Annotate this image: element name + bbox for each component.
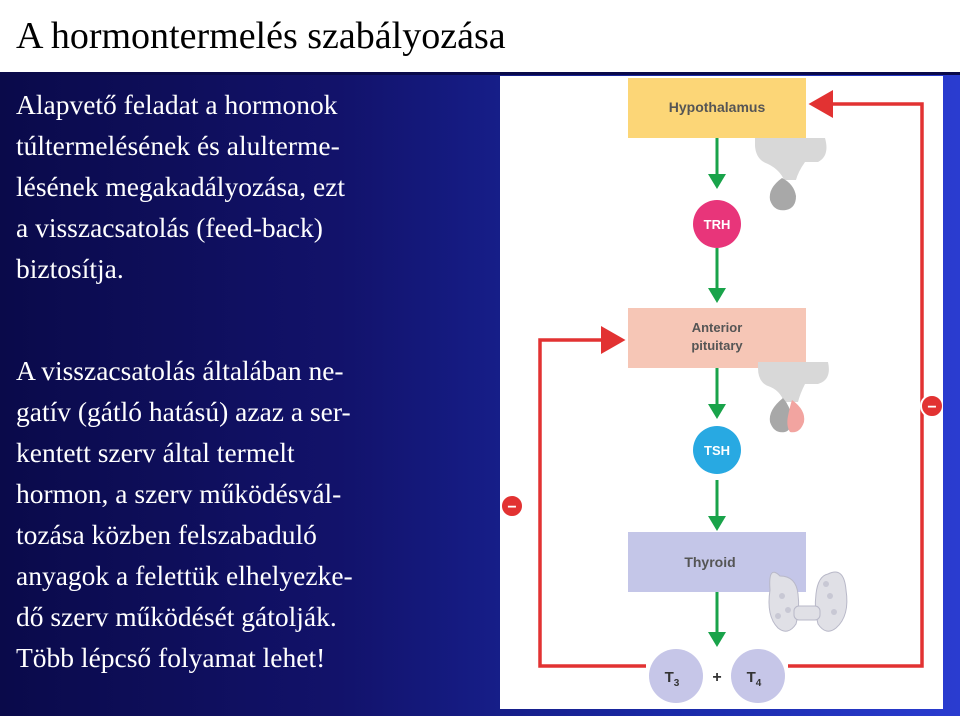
inhibit-arrow-outer [788,90,924,668]
t4-sub: 4 [756,678,762,689]
trh-circle [693,200,741,248]
anterior-pituitary-shape [758,362,829,402]
pituitary-shape-right [787,400,805,433]
minus-badge-right [920,394,943,418]
feedback-diagram: Hypothalamus TRH Anterior pituitary TSH … [500,76,943,709]
anterior-label-line2: pituitary [691,338,743,353]
hypothalamus-shape [755,138,827,180]
trh-label: TRH [704,217,731,232]
hypothalamus-box [628,78,806,138]
tsh-label: TSH [704,443,730,458]
feedback-line: kentett szerv által termelt [16,437,295,468]
intro-line: lésének megakadályozása, ezt [16,171,346,202]
title-divider [0,72,960,75]
anterior-pituitary-box [628,308,806,368]
slide-title: A hormontermelés szabályozása [0,0,960,74]
minus-badge-left [500,494,524,518]
intro-paragraph: Alapvető feladat a hormonok túltermelésé… [16,84,345,289]
tsh-circle [693,426,741,474]
intro-line: túltermelésének és alulterme- [16,130,340,161]
feedback-line: hormon, a szerv működésvál- [16,478,342,509]
feedback-line: dő szerv működését gátolják. [16,601,337,632]
t4-label: T4 [747,669,762,689]
anterior-label-line1: Anterior [692,320,743,335]
feedback-line: gatív (gátló hatású) azaz a ser- [16,396,351,427]
hypothalamus-label: Hypothalamus [669,99,766,115]
intro-line: a visszacsatolás (feed-back) [16,212,323,243]
feedback-line: Több lépcső folyamat lehet! [16,642,326,673]
pituitary-shape-left [769,398,792,433]
t3-label: T3 [665,669,680,689]
inhibit-arrow-inner [538,326,646,668]
intro-line: biztosítja. [16,253,124,284]
thyroid-label: Thyroid [684,554,735,570]
t3-base: T [665,669,674,686]
feedback-paragraph: A visszacsatolás általában ne- gatív (gá… [16,350,353,678]
t3-circle [649,649,703,703]
feedback-line: anyagok a felettük elhelyezke- [16,560,353,591]
intro-line: Alapvető feladat a hormonok [16,89,338,120]
feedback-diagram-svg: Hypothalamus TRH Anterior pituitary TSH … [500,78,943,703]
feedback-line: A visszacsatolás általában ne- [16,355,344,386]
feedback-line: tozása közben felszabaduló [16,519,317,550]
t4-circle [731,649,785,703]
thyroid-gland-shape [768,571,848,632]
plus-sign: + [712,669,721,686]
minus-left-label: − [507,499,516,516]
t4-base: T [747,669,756,686]
minus-right-label: − [927,399,936,416]
pituitary-shape-top [769,178,796,211]
t3-sub: 3 [674,678,680,689]
